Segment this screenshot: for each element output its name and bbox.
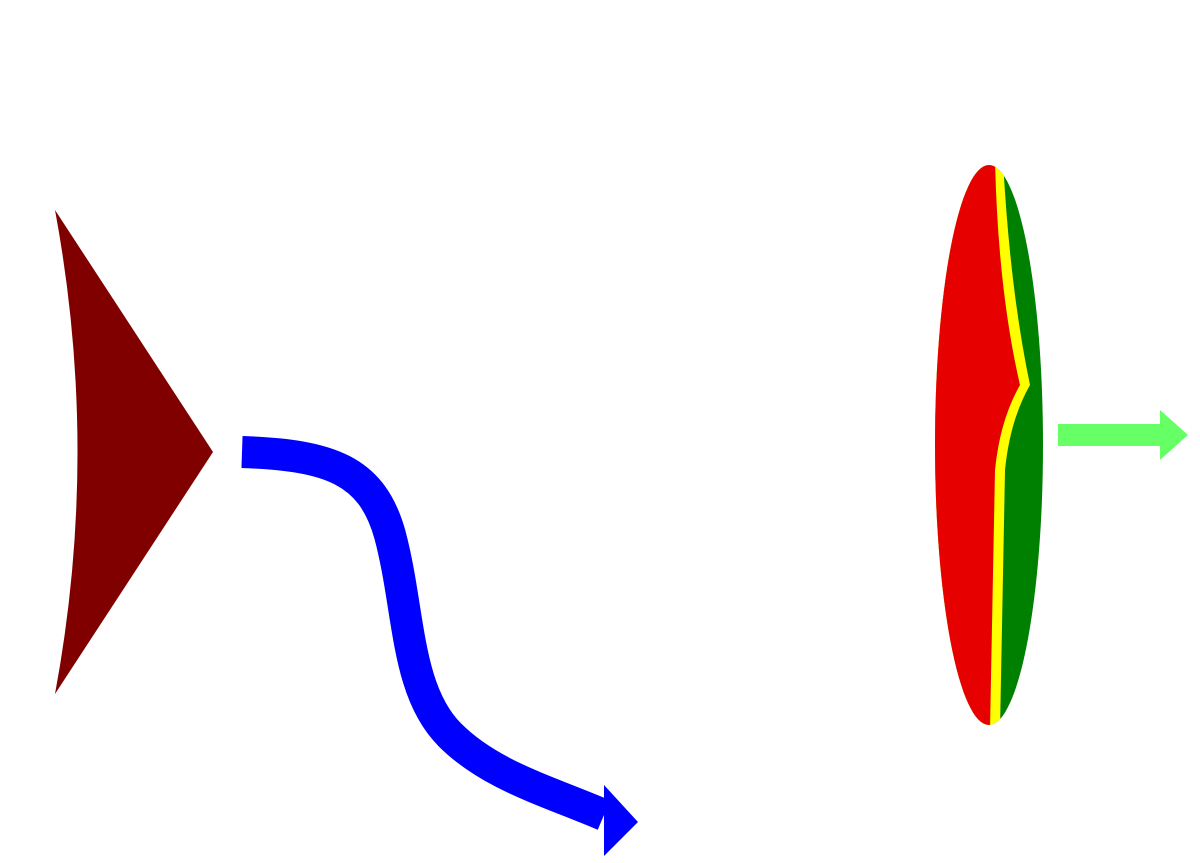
curved-arrow-head: [604, 785, 638, 856]
curved-arrow-body: [241, 436, 611, 830]
short-arrow-head: [1160, 410, 1188, 460]
arrowhead-shape: [55, 210, 213, 694]
short-arrow-body: [1058, 424, 1162, 446]
lens-shape: [935, 165, 1043, 725]
lens-red-band: [935, 165, 1020, 725]
